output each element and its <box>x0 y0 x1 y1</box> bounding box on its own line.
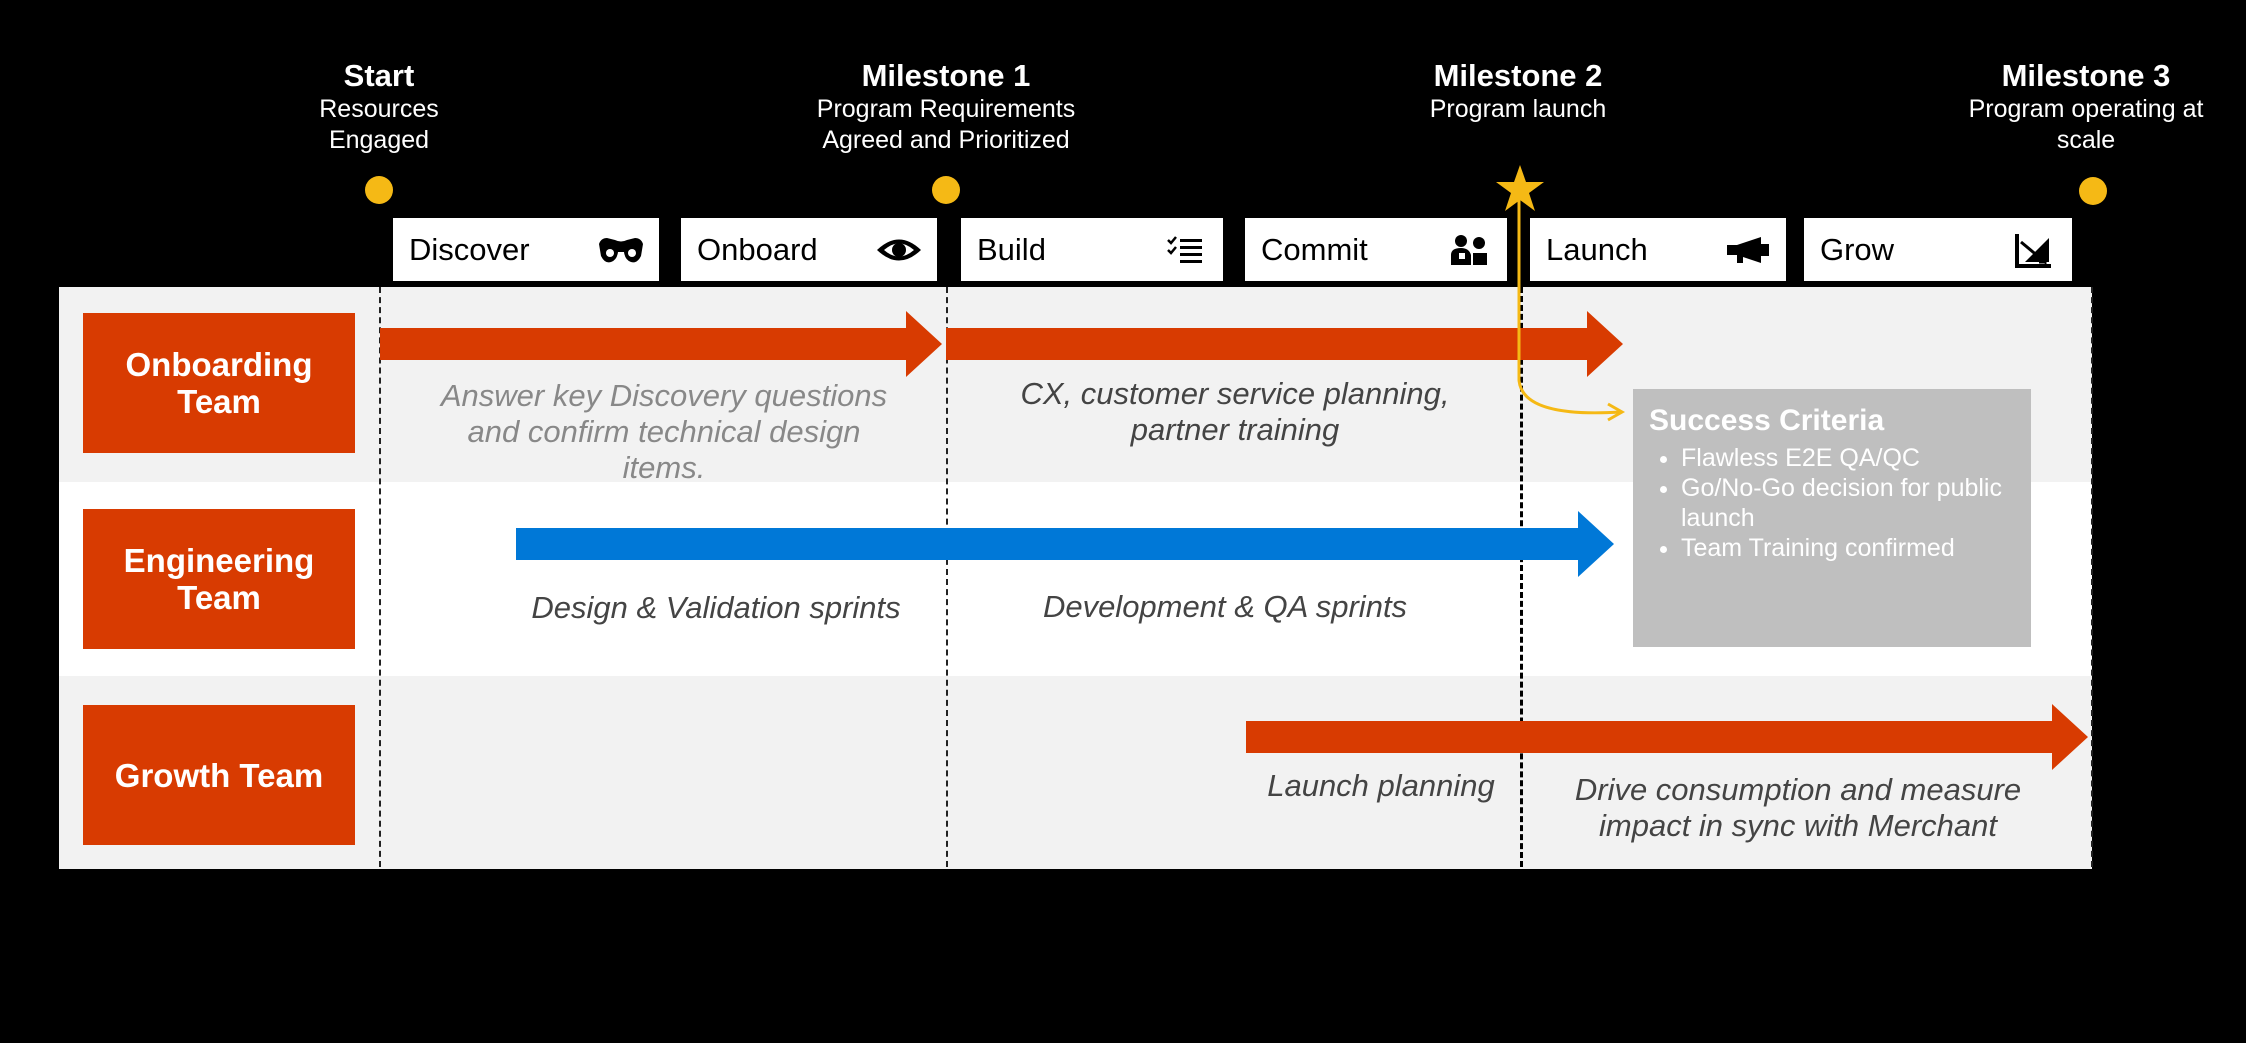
dashed-line-milestone-3 <box>2091 287 2093 867</box>
success-criteria-item: Team Training confirmed <box>1681 533 2015 563</box>
phase-build: Build <box>961 218 1223 281</box>
arrow-growth <box>1246 704 2088 770</box>
milestone-subtitle: Program launch <box>1429 95 1607 123</box>
phase-label: Build <box>977 231 1046 267</box>
success-criteria-item: Flawless E2E QA/QC <box>1681 443 2015 473</box>
phase-label: Launch <box>1546 231 1648 267</box>
growth-chart-icon <box>2010 230 2058 270</box>
handshake-icon <box>1445 230 1493 270</box>
milestone-title: Milestone 3 <box>2001 58 2171 93</box>
milestone-subtitle: Program Requirements Agreed and Prioriti… <box>816 95 1076 154</box>
milestone-dot-start <box>365 176 393 204</box>
phase-grow: Grow <box>1804 218 2072 281</box>
phase-label: Commit <box>1261 231 1368 267</box>
arrow-build-launch <box>946 311 1623 377</box>
milestone-1: Milestone 1 Program Requirements Agreed … <box>796 58 1096 156</box>
note-cx-planning: CX, customer service planning, partner t… <box>1020 376 1450 447</box>
phase-discover: Discover <box>393 218 659 281</box>
team-engineering: Engineering Team <box>83 509 355 649</box>
checklist-icon <box>1161 230 1209 270</box>
note-drive-consumption: Drive consumption and measure impact in … <box>1574 772 2022 843</box>
phase-launch: Launch <box>1530 218 1786 281</box>
team-growth: Growth Team <box>83 705 355 845</box>
phase-commit: Commit <box>1245 218 1507 281</box>
milestone-title: Milestone 2 <box>1433 58 1603 93</box>
milestone-3: Milestone 3 Program operating at scale <box>1951 58 2221 156</box>
star-icon <box>1496 165 1544 211</box>
note-dev-sprints: Development & QA sprints <box>1042 589 1408 624</box>
milestone-start: Start Resources Engaged <box>304 58 454 156</box>
milestone-title: Milestone 1 <box>861 58 1031 93</box>
dashed-line-start <box>379 287 381 867</box>
milestone-subtitle: Resources Engaged <box>319 95 439 154</box>
eye-icon <box>875 230 923 270</box>
phase-label: Grow <box>1820 231 1895 267</box>
success-criteria-title: Success Criteria <box>1649 404 1885 437</box>
note-design-sprints: Design & Validation sprints <box>531 590 901 625</box>
milestone-subtitle: Program operating at scale <box>1968 95 2204 154</box>
team-onboarding: Onboarding Team <box>83 313 355 453</box>
launch-connector <box>1517 190 1626 422</box>
milestone-title: Start <box>343 58 415 93</box>
megaphone-icon <box>1724 230 1772 270</box>
arrow-engineering <box>516 511 1614 577</box>
arrow-discover-onboard <box>380 311 942 377</box>
milestone-dot-3 <box>2079 177 2107 205</box>
dashed-line-milestone-1 <box>946 287 948 867</box>
success-criteria-list: Flawless E2E QA/QC Go/No-Go decision for… <box>1649 443 2015 563</box>
phase-label: Onboard <box>697 231 818 267</box>
phase-onboard: Onboard <box>681 218 937 281</box>
row-bg-growth <box>59 676 2092 869</box>
success-criteria-box: Success Criteria Flawless E2E QA/QC Go/N… <box>1633 389 2031 647</box>
note-launch-planning: Launch planning <box>1267 768 1495 803</box>
binoculars-icon <box>597 230 645 270</box>
phase-label: Discover <box>409 231 530 267</box>
note-discovery: Answer key Discovery questions and confi… <box>440 378 888 485</box>
success-criteria-item: Go/No-Go decision for public launch <box>1681 473 2015 533</box>
dashed-line-milestone-2 <box>1520 287 1523 867</box>
milestone-2: Milestone 2 Program launch <box>1430 58 1606 125</box>
milestone-dot-1 <box>932 176 960 204</box>
